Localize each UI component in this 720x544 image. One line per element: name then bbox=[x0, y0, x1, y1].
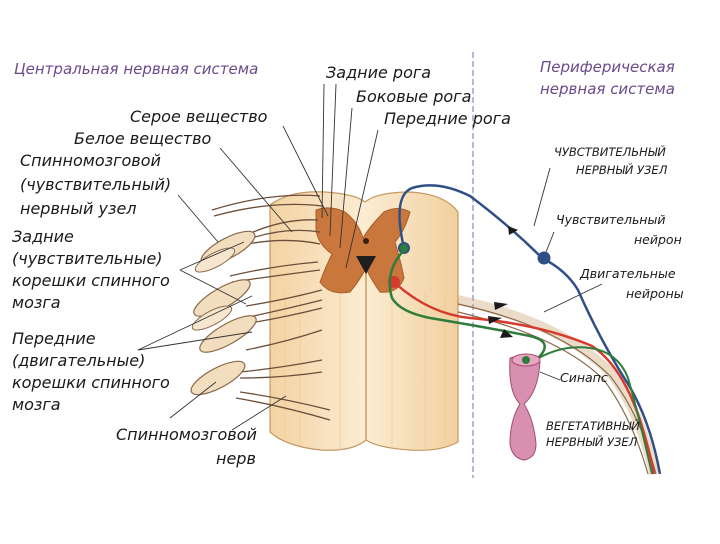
central-canal bbox=[363, 238, 369, 244]
sensory-neuron bbox=[398, 184, 662, 475]
white-matter-label: Белое вещество bbox=[74, 129, 212, 148]
motor-neurons-label-1: Двигательные bbox=[580, 266, 676, 281]
spinal-nerve-label-2: нерв bbox=[216, 449, 256, 468]
ventral-roots-label-1: Передние bbox=[12, 329, 96, 348]
autonomic-ganglion bbox=[509, 353, 541, 461]
gray-matter bbox=[315, 207, 411, 294]
ventral-roots-label-3: корешки спинного bbox=[12, 373, 170, 392]
lateral-horns-label: Боковые рога bbox=[356, 87, 472, 106]
pns-title-line2: нервная система bbox=[540, 80, 675, 98]
anterior-horns-label: Передние рога bbox=[384, 109, 511, 128]
gray-matter-label: Серое вещество bbox=[130, 107, 268, 126]
white-matter bbox=[269, 191, 459, 451]
autonomic-ganglion-label-2: НЕРВНЫЙ УЗЕЛ bbox=[546, 435, 638, 449]
cns-title: Центральная нервная система bbox=[14, 60, 259, 78]
sensory-neuron-label-1: Чувствительный bbox=[556, 212, 666, 227]
spinal-cord bbox=[269, 191, 459, 451]
direction-arrows bbox=[488, 226, 518, 338]
motor-neurons-label-2: нейроны bbox=[626, 286, 684, 301]
ventral-roots-label-4: мозга bbox=[12, 395, 61, 414]
spinal-ganglion-label-1: Спинномозговой bbox=[20, 151, 161, 170]
pointer-lines bbox=[137, 83, 603, 431]
spinal-nerve-label-1: Спинномозговой bbox=[116, 425, 257, 444]
spinal-ganglia bbox=[190, 230, 257, 396]
nerve-bundle-1 bbox=[194, 247, 236, 273]
dorsal-roots-label-3: корешки спинного bbox=[12, 271, 170, 290]
pns-title-line1: Периферическая bbox=[540, 58, 675, 76]
synapse-point bbox=[522, 356, 530, 364]
ventral-roots-label-2: (двигательные) bbox=[12, 351, 146, 370]
posterior-horns-label: Задние рога bbox=[326, 63, 432, 82]
sensory-neuron-body bbox=[537, 251, 551, 265]
autonomic-ganglion-label-1: ВЕГЕТАТИВНЫЙ bbox=[546, 419, 640, 433]
dorsal-roots-label-2: (чувствительные) bbox=[12, 249, 163, 268]
sensory-neuron-label-2: нейрон bbox=[634, 232, 682, 247]
sensory-ganglion-label-2: НЕРВНЫЙ УЗЕЛ bbox=[576, 163, 668, 177]
ganglion-4 bbox=[190, 360, 246, 396]
anterior-fissure bbox=[356, 256, 376, 274]
spinal-ganglion-label-3: нервный узел bbox=[20, 199, 137, 218]
sensory-ganglion-label-1: ЧУВСТВИТЕЛЬНЫЙ bbox=[554, 145, 666, 159]
spinal-ganglion-label-2: (чувствительный) bbox=[20, 175, 172, 194]
sensory-synapse bbox=[398, 242, 410, 254]
synapse-label: Синапс bbox=[560, 370, 608, 385]
dorsal-roots-label-4: мозга bbox=[12, 293, 61, 312]
dorsal-roots-label-1: Задние bbox=[12, 227, 74, 246]
nerve-bundle-2 bbox=[191, 305, 233, 331]
ganglion-3 bbox=[199, 315, 257, 353]
